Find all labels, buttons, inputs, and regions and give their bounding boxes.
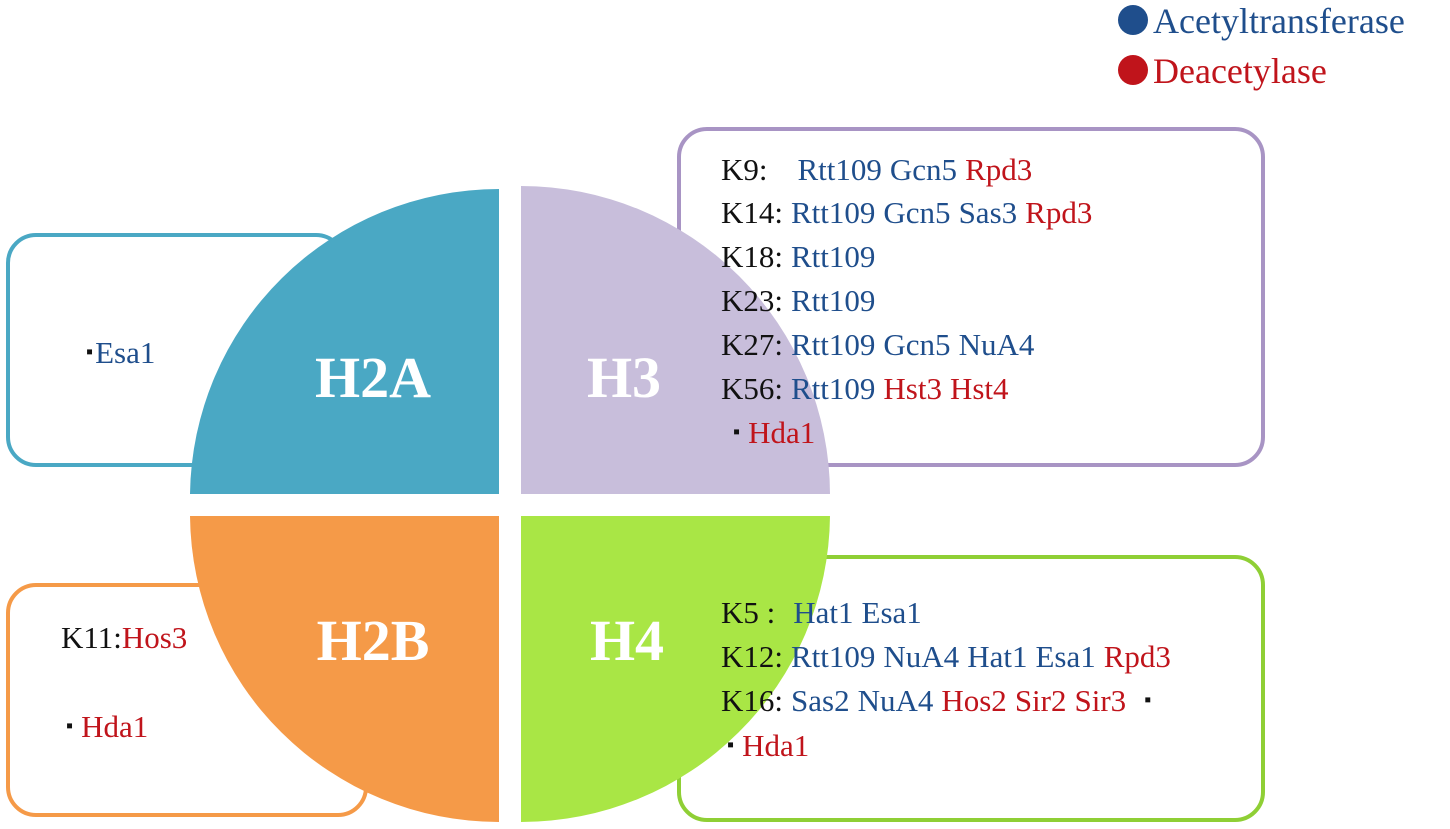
h2a-label: H2A [315,345,431,410]
h2b-extra: ▪ Hda1 [66,711,156,742]
h2a-item: ▪Esa1 [86,337,155,368]
enzyme: Gcn5 [883,327,951,362]
bullet: ▪ [66,715,74,737]
site-label: K5 : [721,595,776,630]
enzyme: Hst4 [949,371,1009,406]
enzyme: Hos2 [941,683,1007,718]
enzyme: Rtt109 [791,327,876,362]
h2b-label: H2B [317,608,430,673]
h2b-quadrant [190,516,499,822]
deacetylase-legend-dot [1118,55,1148,85]
enzyme: Rtt109 [791,283,876,318]
bullet: ▪ [727,734,735,756]
enzyme: Hda1 [81,709,149,744]
enzyme: Hat1 [793,595,854,630]
h3-row-k18: K18:Rtt109 [721,241,883,272]
site-label: K11: [61,620,122,655]
enzyme: NuA4 [958,327,1035,362]
site-label: K14: [721,195,783,230]
enzyme: Rtt109 [797,152,882,187]
h2b-row-k11: K11:Hos3 [61,622,195,653]
acetyltransferase-legend-label: Acetyltransferase [1153,1,1405,41]
site-label: K56: [721,371,783,406]
h2a-quadrant [190,189,499,494]
h3-quadrant [521,186,830,494]
deacetylase-legend-label: Deacetylase [1153,51,1327,91]
h3-box [677,127,1265,467]
h4-label: H4 [590,608,664,673]
enzyme: NuA4 [857,683,934,718]
enzyme: Sir2 [1014,683,1067,718]
enzyme: Hst3 [883,371,942,406]
enzyme: Gcn5 [889,152,958,187]
enzyme: Hda1 [742,728,810,763]
enzyme: Sas3 [958,195,1018,230]
enzyme: Rtt109 [791,195,876,230]
enzyme: Gcn5 [883,195,951,230]
site-label: K16: [721,683,783,718]
h4-quadrant [521,516,830,822]
h3-extra: ▪ Hda1 [733,417,823,448]
h3-label: H3 [587,345,661,410]
enzyme: Hda1 [748,415,816,450]
enzyme: Rtt109 [791,639,876,674]
enzyme: Esa1 [861,595,922,630]
enzyme: Rpd3 [965,152,1033,187]
enzyme: Rtt109 [791,239,876,274]
h4-extra: ▪ Hda1 [727,730,817,761]
site-label: K18: [721,239,783,274]
enzyme: Hos3 [121,620,188,655]
site-label: K12: [721,639,783,674]
site-label: K9: [721,152,768,187]
enzyme: Rtt109 [791,371,876,406]
enzyme: Sas2 [791,683,850,718]
site-label: K27: [721,327,783,362]
acetyltransferase-legend-dot [1118,5,1148,35]
bullet: ▪ [1144,689,1152,711]
enzyme: NuA4 [883,639,960,674]
enzyme: Rpd3 [1103,639,1171,674]
site-label: K23: [721,283,783,318]
bullet: ▪ [86,341,94,363]
bullet: ▪ [733,421,741,443]
enzyme: Rpd3 [1025,195,1093,230]
enzyme: Esa1 [1035,639,1096,674]
h3-row-k23: K23:Rtt109 [721,285,883,316]
h2a-enzyme: Esa1 [95,335,156,370]
enzyme: Hat1 [967,639,1028,674]
enzyme: Sir3 [1074,683,1127,718]
